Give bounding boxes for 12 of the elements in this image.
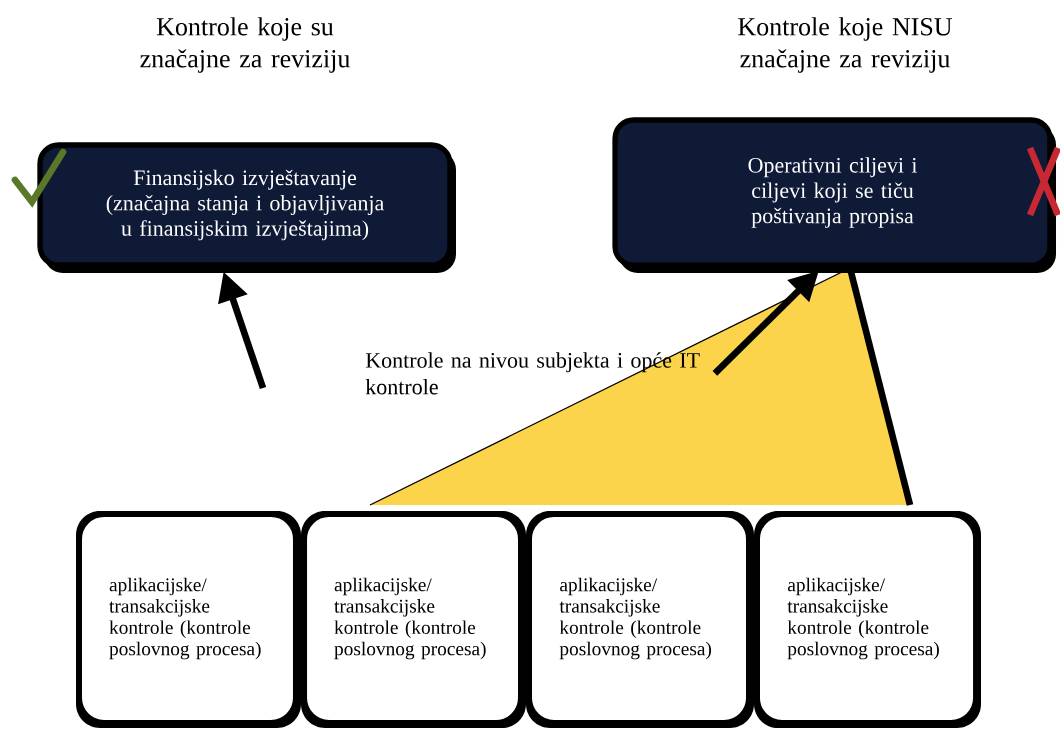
- node-label: aplikacijske/ transakcijske kontrole (kontrole poslovnog procesa): [787, 577, 939, 660]
- rounded-box: aplikacijske/ transakcijske kontrole (kontrole poslovnog procesa): [301, 511, 526, 728]
- rounded-box: aplikacijske/ transakcijske kontrole (kontrole poslovnog procesa): [526, 511, 754, 728]
- dark-box: Finansijsko izvještavanje (značajna stanja i objavljivanja u finansijskim izvještajima): [37, 142, 456, 273]
- dark-box: Operativni ciljevi i ciljevi koji se tiču poštivanja propisa: [612, 117, 1056, 273]
- node-label: aplikacijske/ transakcijske kontrole (kontrole poslovnog procesa): [334, 577, 486, 660]
- heading: Kontrole koje su značajne za reviziju: [140, 17, 350, 73]
- node-label: aplikacijske/ transakcijske kontrole (kontrole poslovnog procesa): [109, 577, 261, 660]
- heading: Kontrole koje NISU značajne za reviziju: [738, 17, 953, 73]
- node-label: aplikacijske/ transakcijske kontrole (kontrole poslovnog procesa): [559, 577, 712, 660]
- rounded-box: aplikacijske/ transakcijske kontrole (kontrole poslovnog procesa): [754, 511, 981, 728]
- rounded-box: aplikacijske/ transakcijske kontrole (kontrole poslovnog procesa): [76, 511, 301, 728]
